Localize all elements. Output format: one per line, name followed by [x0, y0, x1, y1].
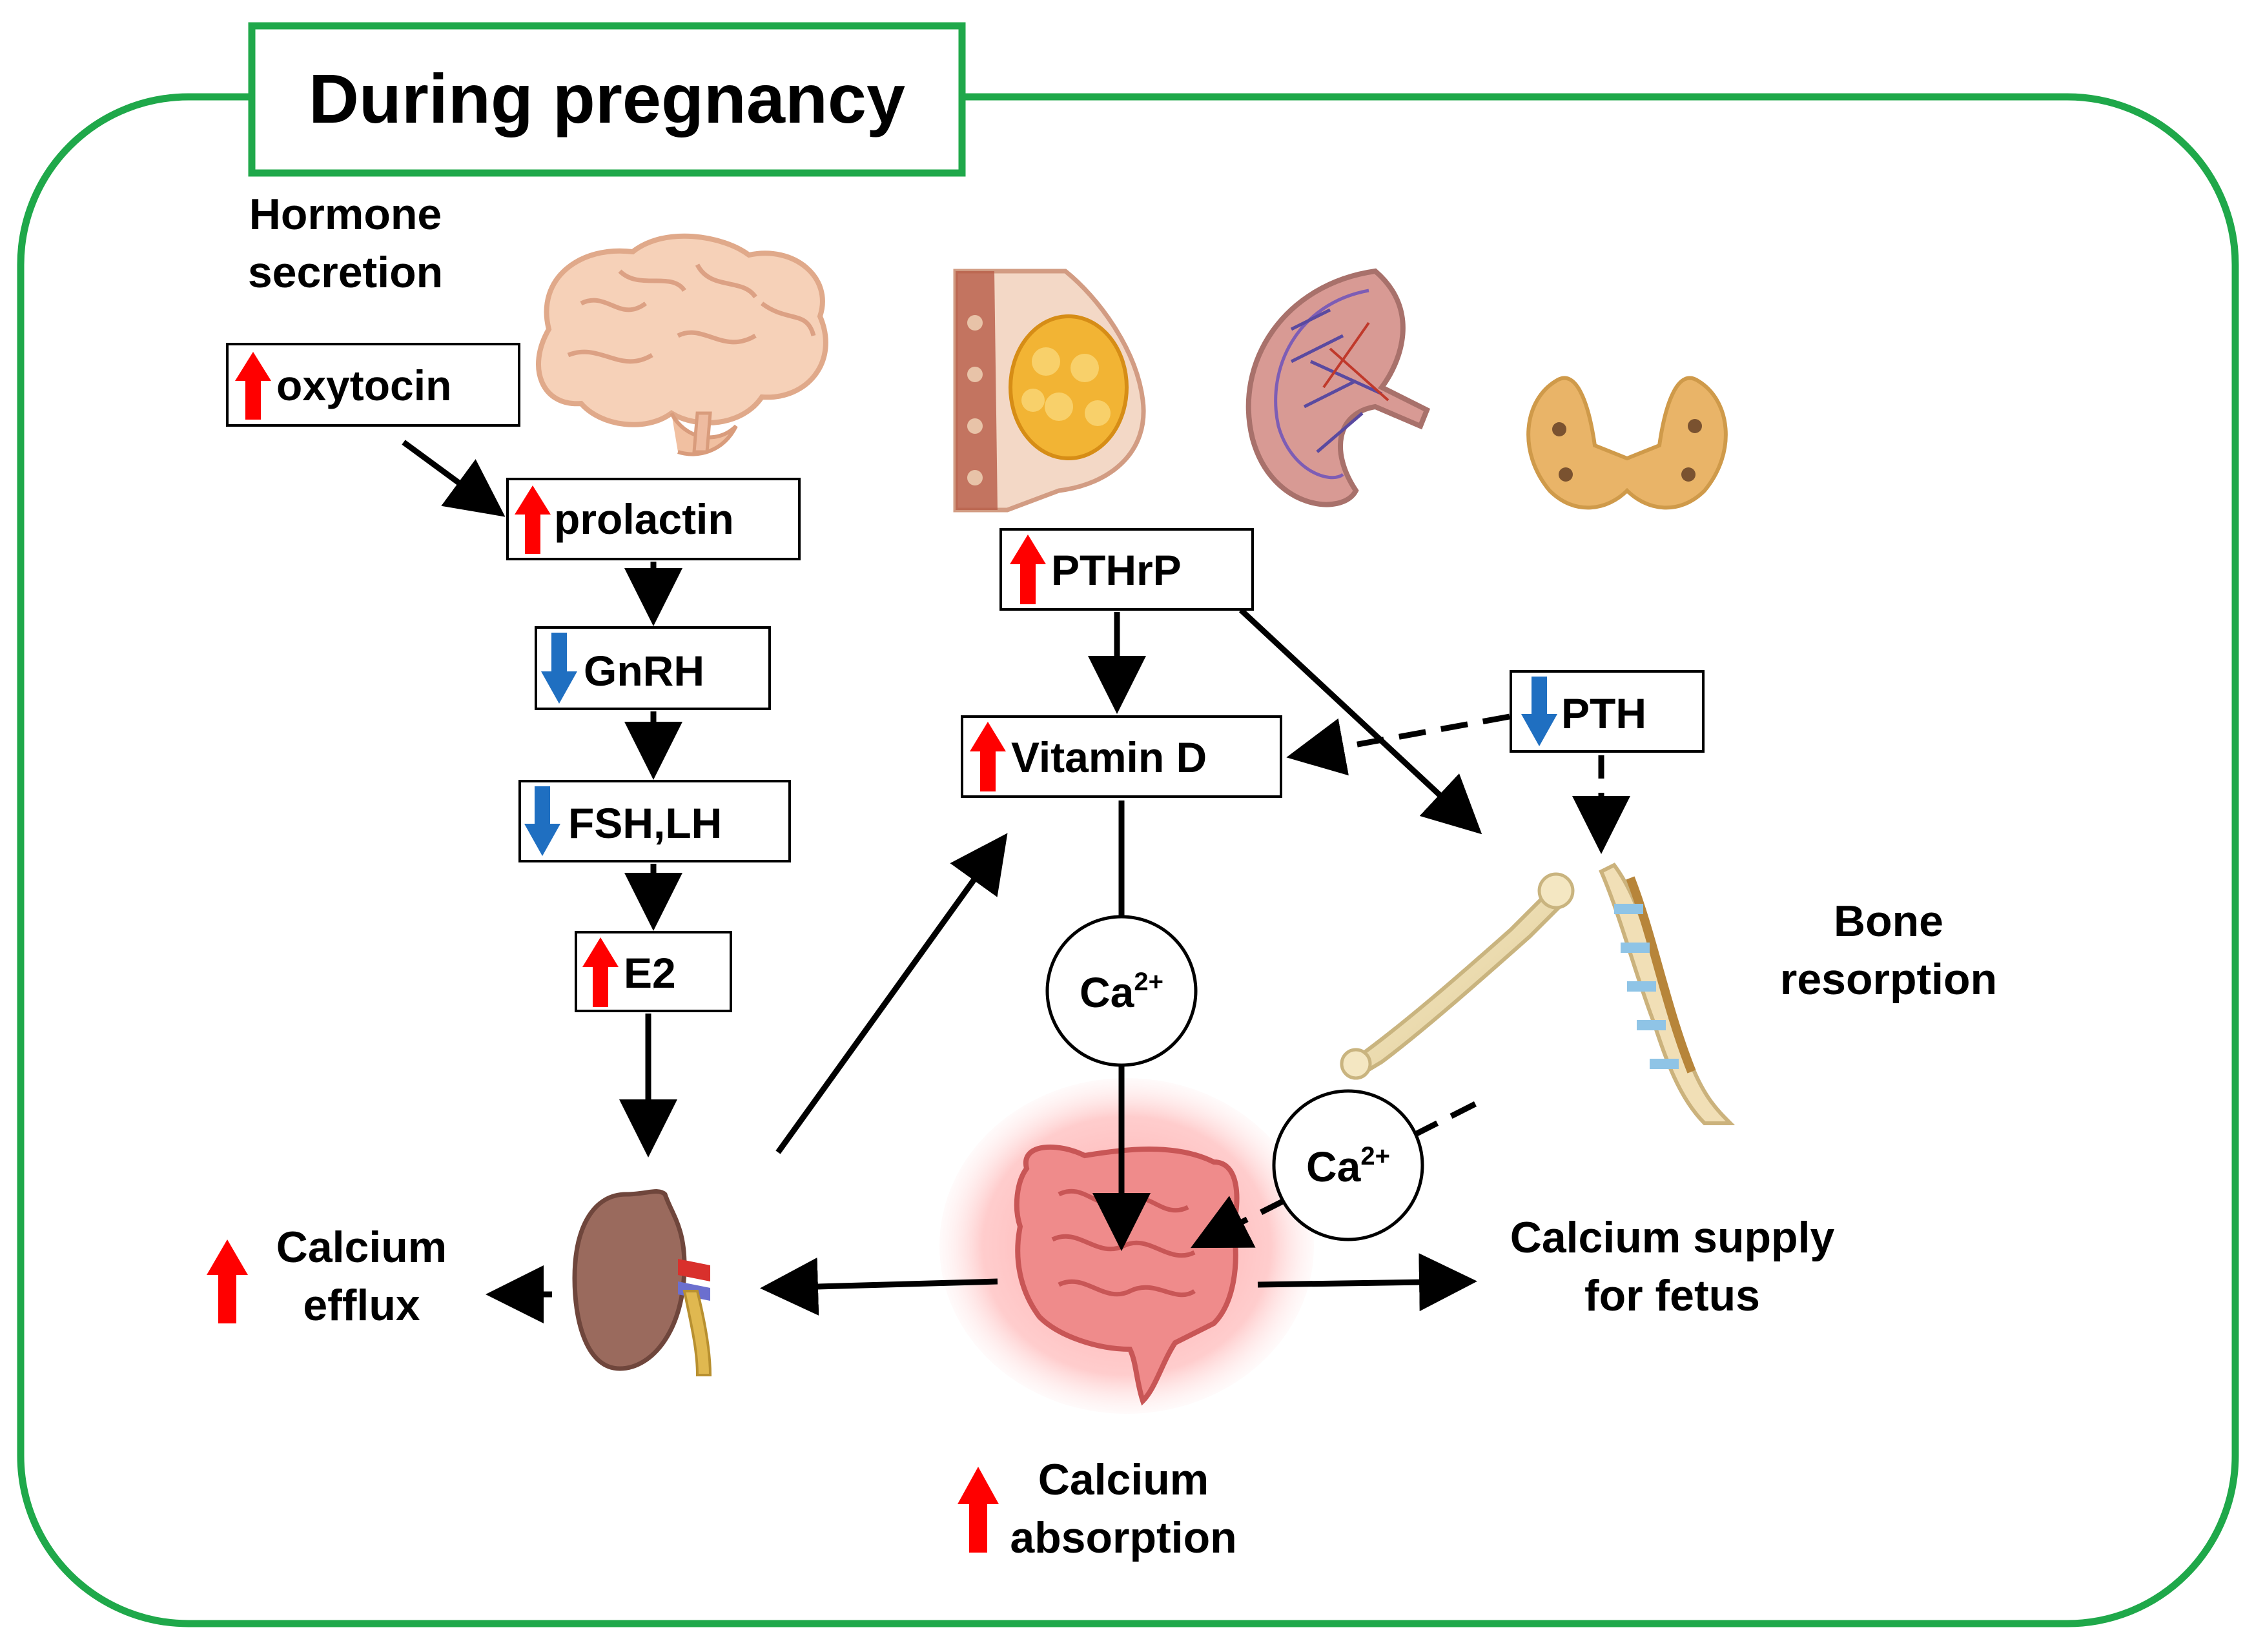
hormone-label-line2: secretion [248, 248, 443, 297]
title-box [248, 22, 966, 177]
hormone-label-fsh-lh: FSH,LH [568, 799, 722, 847]
calcium-supply-label: Calcium supply for fetus [1510, 1213, 1835, 1320]
brain-icon [536, 233, 828, 456]
spine-icon [1599, 862, 1736, 1125]
hormone-label-vitamin-d: Vitamin D [1011, 733, 1207, 781]
intestine-icon [939, 1078, 1314, 1414]
hormone-label-pth: PTH [1561, 689, 1646, 737]
hormone-label-line1: Hormone [249, 190, 442, 239]
hormone-box-gnrh: GnRH [535, 626, 771, 710]
down-arrow-icon [1521, 677, 1557, 746]
down-arrow-icon [524, 786, 560, 856]
ca-charge: 2+ [1134, 968, 1163, 996]
calcium-circle-vitamin-d: Ca2+ [1045, 915, 1198, 1067]
hormone-box-fsh-lh: FSH,LH [518, 780, 791, 862]
hormone-label-prolactin: prolactin [554, 495, 734, 543]
up-arrow-icon [1010, 535, 1046, 604]
arrow-intestine-kidney [760, 1257, 998, 1316]
up-arrow-icon [207, 1239, 248, 1323]
placenta-icon [1245, 268, 1431, 507]
page-title: During pregnancy [309, 59, 905, 138]
arrow-pthrp-bone [1238, 607, 1482, 835]
calcium-efflux-label: Calcium efflux [207, 1223, 447, 1330]
hormone-box-vitamin-d: Vitamin D [961, 715, 1282, 798]
hormone-secretion-label: Hormone secretion [248, 190, 443, 297]
bone-label-line1: Bone [1834, 897, 1943, 946]
hormone-label-e2: E2 [624, 949, 676, 997]
up-arrow-icon [515, 485, 551, 554]
svg-text:Ca2+: Ca2+ [1306, 1142, 1390, 1190]
supply-label-line1: Calcium supply [1510, 1213, 1835, 1262]
hormone-box-pthrp: PTHrP [999, 528, 1254, 611]
up-arrow-icon [970, 722, 1006, 791]
femur-icon [1340, 872, 1575, 1080]
hormone-box-oxytocin: oxytocin [226, 343, 520, 427]
kidney-icon [572, 1189, 712, 1376]
hormone-box-e2: E2 [575, 931, 732, 1012]
ca-charge: 2+ [1360, 1142, 1390, 1170]
bone-resorption-label: Bone resorption [1780, 897, 1997, 1004]
breast-icon [953, 269, 1146, 513]
efflux-label-line1: Calcium [276, 1223, 447, 1272]
connectors [402, 440, 1630, 1323]
hormone-label-gnrh: GnRH [584, 647, 704, 695]
arrow-intestine-fetus [1257, 1253, 1477, 1312]
ca-symbol: Ca [1080, 968, 1135, 1016]
calcium-absorption-label: Calcium absorption [958, 1455, 1237, 1562]
up-arrow-icon [582, 937, 619, 1007]
hormone-label-oxytocin: oxytocin [276, 362, 451, 409]
hormone-box-prolactin: prolactin [506, 478, 801, 560]
absorption-label-line2: absorption [1010, 1513, 1236, 1562]
calcium-circle-bone: Ca2+ [1272, 1089, 1424, 1241]
thyroid-icon [1526, 376, 1728, 510]
arrow-kidney-vitamin-d [775, 833, 1008, 1154]
frame-border [17, 93, 2239, 1627]
hormone-box-pth: PTH [1510, 670, 1705, 753]
absorption-label-line1: Calcium [1038, 1455, 1209, 1504]
bone-label-line2: resorption [1780, 955, 1997, 1004]
up-arrow-icon [958, 1467, 999, 1553]
hormone-label-pthrp: PTHrP [1051, 546, 1182, 594]
frame: During pregnancy [17, 22, 2239, 1627]
ca-symbol: Ca [1306, 1143, 1362, 1190]
supply-label-line2: for fetus [1584, 1271, 1760, 1320]
up-arrow-icon [235, 352, 271, 420]
arrow-pth-vitamin-d [1286, 713, 1510, 776]
efflux-label-line2: efflux [303, 1281, 420, 1330]
svg-text:Ca2+: Ca2+ [1080, 968, 1163, 1016]
down-arrow-icon [541, 633, 577, 704]
arrow-oxytocin-prolactin [402, 440, 506, 517]
